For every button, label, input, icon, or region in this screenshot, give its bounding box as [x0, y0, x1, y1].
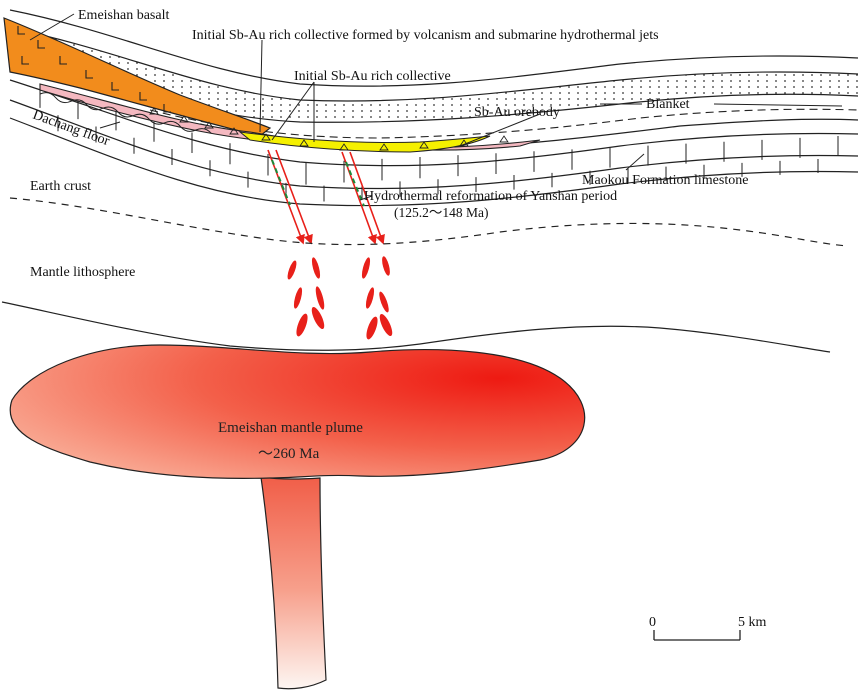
label-blanket: Blanket [646, 97, 690, 112]
label-basalt: Emeishan basalt [78, 8, 169, 23]
label-orebody: Sb-Au orebody [474, 105, 560, 120]
basalt-symbols [17, 26, 171, 113]
basalt-body [3, 17, 272, 137]
mantle-plume-stem [229, 469, 327, 690]
label-reform-1: Hydrothermal reformation of Yanshan peri… [364, 189, 617, 204]
label-title-top: Initial Sb-Au rich collective formed by … [192, 28, 659, 43]
scale-bar: 0 5 km [649, 615, 767, 641]
leader-lines [29, 13, 843, 201]
lithosphere-base [1, 301, 831, 353]
mantle-plume-head [9, 344, 586, 479]
stratum-line [9, 9, 858, 87]
magma-droplets [287, 256, 393, 340]
fault-left [267, 149, 313, 245]
initial-collective-layer [39, 83, 541, 151]
label-mantle: Mantle lithosphere [30, 265, 135, 280]
label-plume-age: ～260 Ma [258, 446, 320, 462]
label-floor: Dachang floor [31, 108, 112, 150]
limestone-bottom [9, 99, 858, 190]
wavy-contact [39, 92, 212, 134]
moho-boundary [9, 197, 849, 247]
scale-start: 0 [649, 615, 656, 630]
stratum-line [9, 27, 858, 102]
label-limestone: Maokou Formation limestone [582, 173, 748, 188]
triangle-symbols [149, 107, 509, 151]
label-plume: Emeishan mantle plume [218, 420, 363, 436]
dotted-layer [10, 28, 858, 123]
scale-end: 5 km [738, 615, 767, 630]
label-collective: Initial Sb-Au rich collective [294, 69, 451, 84]
label-reform-2: (125.2～148 Ma) [394, 205, 489, 220]
limestone-base [9, 117, 858, 207]
fault-right [341, 151, 385, 245]
label-crust: Earth crust [30, 179, 91, 194]
limestone-brick-ticks [39, 89, 839, 202]
